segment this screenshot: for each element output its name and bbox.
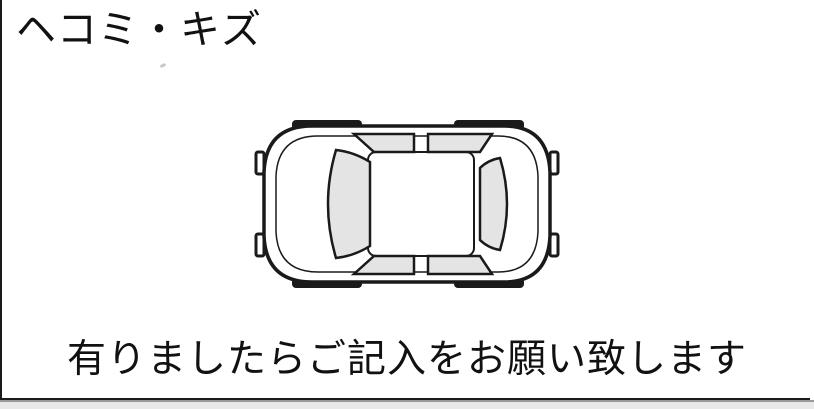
side-window-bottom-front bbox=[350, 254, 416, 276]
side-window-bottom-rear bbox=[426, 254, 495, 276]
section-title: ヘコミ・キズ bbox=[16, 7, 262, 53]
car-roof bbox=[367, 151, 475, 257]
instruction-text: 有りましたらご記入をお願い致します bbox=[66, 337, 747, 382]
car-body-inner-line bbox=[275, 135, 539, 273]
front-windshield bbox=[326, 148, 372, 260]
side-window-top-front bbox=[350, 132, 416, 154]
rear-window bbox=[478, 156, 509, 252]
frame-bottom-edge bbox=[0, 400, 814, 409]
car-top-view-diagram[interactable] bbox=[252, 112, 562, 296]
side-window-top-rear bbox=[426, 132, 495, 154]
